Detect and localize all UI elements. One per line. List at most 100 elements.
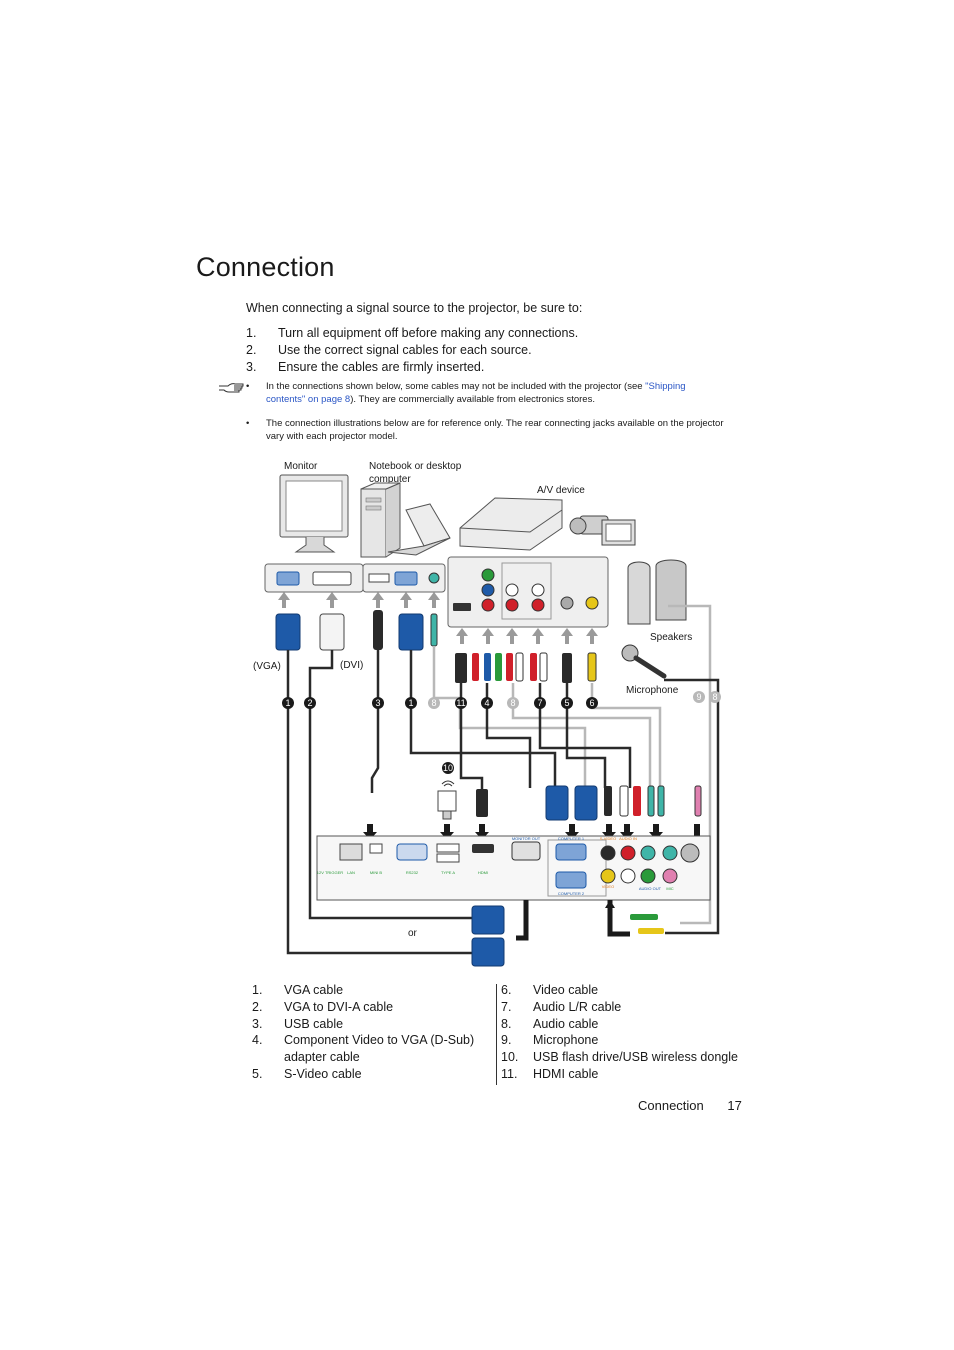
legend-text: Video cable [533,983,599,997]
computer-port-panel [362,563,446,593]
callout-3: 3 [372,697,384,709]
callout-8c: 8 [709,691,721,703]
vga-label: (VGA) [253,661,281,672]
legend-item: 11. HDMI cable [501,1066,599,1081]
cables [286,604,720,955]
svg-text:8: 8 [510,698,515,708]
svg-text:1: 1 [408,698,413,708]
port-label-mini-b: MINI B [370,870,383,875]
svg-text:10: 10 [443,763,453,773]
callout-5: 5 [561,697,573,709]
step-text: Turn all equipment off before making any… [278,326,579,340]
computer-illustration [360,482,451,558]
notebook-label: computer [369,474,411,485]
up-arrows [278,592,598,644]
legend-text: USB flash drive/USB wireless dongle [533,1050,738,1065]
legend-text: Audio cable [533,1016,599,1031]
step-item: 2. Use the correct signal cables for eac… [246,342,578,359]
port-label-rs232: RS232 [406,870,419,875]
legend-text: VGA to DVI-A cable [284,999,394,1014]
microphone-illustration [621,644,667,679]
speakers-illustration [627,559,687,625]
or-label: or [408,928,418,939]
svg-text:4: 4 [484,698,489,708]
callout-1b: 1 [405,697,417,709]
step-text: Use the correct signal cables for each s… [278,343,532,357]
callout-10: 10 [442,762,454,774]
legend-text: HDMI cable [533,1066,599,1081]
notes-list: • In the connections shown below, some c… [246,380,726,454]
legend-item: 4. Component Video to VGA (D-Sub) adapte… [252,1032,490,1066]
svg-text:11: 11 [456,698,465,708]
note-text: In the connections shown below, some cab… [266,381,646,392]
note-item: • The connection illustrations below are… [246,417,726,443]
svg-text:1: 1 [285,698,290,708]
legend-text: Audio L/R cable [533,999,622,1014]
legend-text: VGA cable [284,983,344,997]
av-device-illustration [459,497,636,551]
projector-rear-panel [316,835,711,901]
legend-item: 10. USB flash drive/USB wireless dongle [501,1050,738,1065]
callout-11: 11 [455,697,467,709]
port-label-lan: LAN [347,870,355,875]
step-number: 3. [246,360,257,374]
legend-text: Microphone [533,1033,599,1048]
step-number: 1. [246,326,257,340]
legend-left: 1. VGA cable 2. VGA to DVI-A cable 3. US… [252,982,490,1083]
callout-8b: 8 [507,697,519,709]
callout-markers: 1 2 3 1 8 11 4 8 7 5 6 9 8 10 [282,691,721,774]
port-label-monitor-out: MONITOR OUT [512,836,541,841]
dvi-label: (DVI) [340,660,363,671]
source-plugs [275,610,597,683]
svg-text:8: 8 [431,698,436,708]
monitor-illustration [279,474,349,553]
connection-diagram: Monitor Notebook or desktop computer A/V… [253,461,721,967]
speakers-label: Speakers [650,632,692,643]
av-port-panel [447,556,609,628]
legend-item: 6. Video cable [501,983,599,997]
port-label-s-video: S-VIDEO [600,836,616,841]
step-item: 3. Ensure the cables are firmly inserted… [246,359,578,376]
legend-item: 9. Microphone [501,1033,599,1048]
callout-7: 7 [534,697,546,709]
port-label-mic: MIC [666,886,673,891]
steps-list: 1. Turn all equipment off before making … [246,325,578,376]
port-label-type-a: TYPE A [441,870,455,875]
shipping-contents-link[interactable]: "Shipping contents" on page 8 [266,381,686,405]
callout-2: 2 [304,697,316,709]
svg-text:9: 9 [696,692,701,702]
callout-8a: 8 [428,697,440,709]
callout-6: 6 [586,697,598,709]
page-title: Connection [196,252,335,282]
port-label-hdmi: HDMI [478,870,488,875]
bottom-vga-plugs [471,900,664,967]
callout-4: 4 [481,697,493,709]
svg-text:5: 5 [564,698,569,708]
svg-text:7: 7 [537,698,542,708]
legend-text: Component Video to VGA (D-Sub) adapter c… [284,1033,475,1065]
note-item: • In the connections shown below, some c… [246,381,686,405]
notebook-label: Notebook or desktop [369,461,462,472]
legend-item: 8. Audio cable [501,1016,599,1031]
projector-plugs [476,785,702,821]
note-text: The connection illustrations below are f… [266,418,724,442]
svg-text:3: 3 [375,698,380,708]
svg-text:6: 6 [589,698,594,708]
av-device-label: A/V device [537,485,585,496]
usb-dongle [437,780,457,820]
legend-item: 7. Audio L/R cable [501,999,622,1014]
legend-item: 5. S-Video cable [252,1066,362,1081]
svg-text:8: 8 [712,692,717,702]
port-label-audio-in: AUDIO IN [619,836,637,841]
port-label-computer-1: COMPUTER 1 [558,836,585,841]
note-text: ). They are commercially available from … [350,394,595,405]
monitor-port-panel [264,563,364,593]
microphone-label: Microphone [626,685,679,696]
intro-text: When connecting a signal source to the p… [246,301,583,315]
port-label-video: VIDEO [602,884,614,889]
page-number: 17 [727,1098,742,1113]
step-number: 2. [246,343,257,357]
monitor-label: Monitor [284,461,318,472]
callout-1: 1 [282,697,294,709]
step-item: 1. Turn all equipment off before making … [246,325,578,342]
